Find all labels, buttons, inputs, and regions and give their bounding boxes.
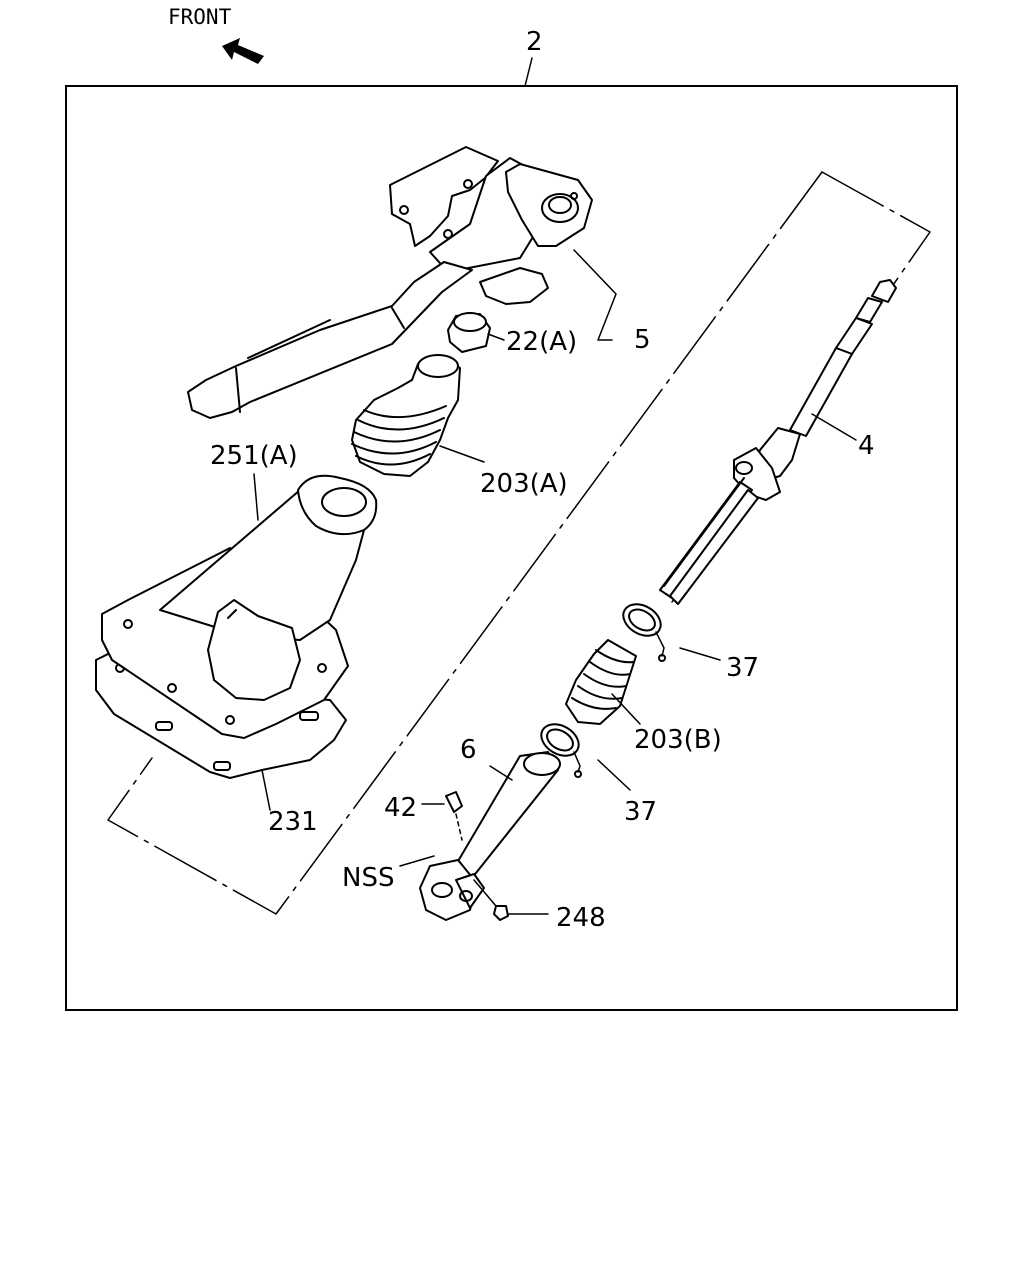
steering-shaft-part	[659, 279, 897, 605]
lower-tube-part	[419, 751, 561, 921]
callout-4: 4	[858, 431, 875, 461]
upper-boot-part	[351, 354, 461, 477]
callout-37-lower: 37	[624, 797, 657, 827]
callout-248: 248	[556, 903, 606, 933]
assembly-number: 2	[526, 27, 543, 57]
callout-42: 42	[384, 793, 417, 823]
bracket-assembly-part	[187, 146, 593, 419]
front-label: FRONT	[168, 5, 232, 29]
callout-251a: 251(A)	[210, 441, 298, 471]
callout-203b: 203(B)	[634, 725, 722, 755]
callout-231: 231	[268, 807, 318, 837]
callout-37-upper: 37	[726, 653, 759, 683]
leader-lines	[253, 249, 857, 915]
callout-6: 6	[460, 735, 477, 765]
callout-203a: 203(A)	[480, 469, 568, 499]
assembly-frame	[65, 85, 958, 1011]
callout-22a: 22(A)	[506, 327, 577, 357]
callout-nss: NSS	[342, 863, 394, 893]
front-indicator: FRONT	[168, 5, 264, 64]
callout-5: 5	[634, 325, 651, 355]
bushing-part	[447, 312, 491, 353]
callout-labels: 5 22(A) 4 203(A) 251(A) 37 203(B) 6 37 4…	[210, 325, 875, 933]
front-arrow-icon	[222, 38, 264, 64]
cover-boot-part	[95, 474, 378, 779]
lower-seal-parts	[540, 603, 666, 778]
